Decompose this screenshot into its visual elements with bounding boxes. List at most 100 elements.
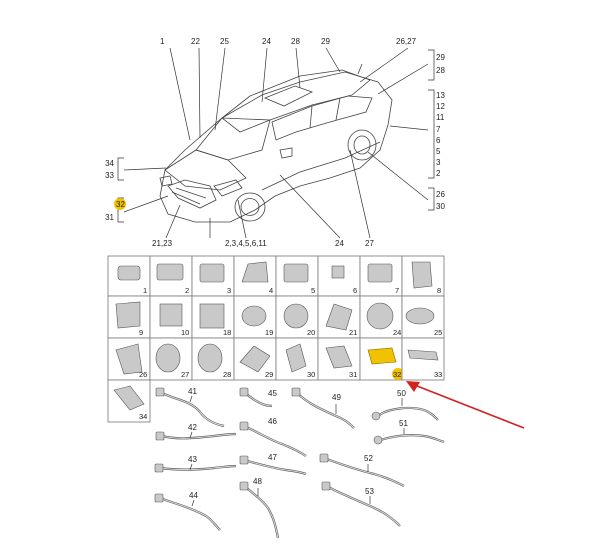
connector-part-icon	[367, 263, 393, 283]
callout-label: 6	[436, 136, 441, 145]
parts-grid-row-4: 34	[107, 379, 151, 423]
connector-part-icon	[117, 265, 141, 281]
connector-part-icon	[291, 387, 301, 397]
callout-label: 30	[436, 202, 445, 211]
cable-assembly: 51	[373, 419, 445, 445]
callout-labels-left: 34 33 32 31	[105, 159, 126, 222]
cable-label: 42	[188, 423, 197, 432]
part-number: 33	[434, 370, 442, 379]
connector-part-icon	[373, 435, 383, 445]
cable-label: 50	[397, 389, 406, 398]
callout-label: 26	[436, 190, 445, 199]
callout-labels-top: 1 22 25 24 28 29 26,27	[160, 37, 417, 46]
callout-label: 21,23	[152, 239, 173, 248]
connector-part-icon	[325, 303, 353, 331]
connector-part-icon	[239, 481, 249, 491]
callout-label: 12	[436, 102, 445, 111]
cable-label: 46	[268, 417, 277, 426]
cable-assembly: 48	[239, 477, 280, 539]
part-number: 27	[181, 370, 189, 379]
connector-part-icon	[115, 301, 141, 329]
part-number: 31	[349, 370, 357, 379]
cable-assembly: 45	[239, 387, 277, 408]
part-number: 19	[265, 328, 273, 337]
callout-label: 7	[436, 125, 441, 134]
grommet-part-icon	[366, 302, 394, 330]
callout-label: 25	[220, 37, 229, 46]
callout-lines	[117, 47, 435, 239]
callout-label: 11	[436, 113, 445, 122]
cable-label: 45	[268, 389, 277, 398]
part-number: 26	[139, 370, 147, 379]
grommet-part-icon	[283, 303, 309, 329]
connector-part-icon	[239, 455, 249, 465]
callout-label: 1	[160, 37, 165, 46]
callout-label-highlighted: 32	[116, 200, 125, 209]
cable-label: 48	[253, 477, 262, 486]
callout-label: 22	[191, 37, 200, 46]
parts-grid-row-1: 1 2 3 4 5 6 7 8	[107, 255, 445, 297]
parts-grid-row-3: 26 27 28 29 30 31 32 33	[107, 337, 445, 381]
callout-labels-right: 29 28 13 12 11 7 6 5 3 2 26 30	[436, 53, 445, 211]
car-illustration	[159, 63, 393, 223]
connector-part-icon	[321, 481, 331, 491]
cable-assembly: 42	[155, 423, 237, 441]
connector-part-icon	[159, 303, 183, 327]
cable-label: 41	[188, 387, 197, 396]
grommet-part-icon	[239, 345, 271, 373]
connector-part-icon	[155, 387, 165, 397]
callout-label: 28	[436, 66, 445, 75]
cable-label: 44	[189, 491, 198, 500]
callout-label: 26,27	[396, 37, 417, 46]
cable-assembly: 46	[239, 417, 307, 457]
part-number: 8	[437, 286, 441, 295]
part-number: 3	[227, 286, 231, 295]
red-arrow-icon	[406, 381, 525, 429]
connector-part-icon	[407, 349, 439, 361]
cable-assembly: 52	[319, 453, 405, 487]
highlight-marker-icon	[114, 198, 126, 210]
part-number: 18	[223, 328, 231, 337]
part-number: 9	[139, 328, 143, 337]
cable-assemblies: 41 45 49 50	[154, 387, 445, 539]
connector-part-icon	[331, 265, 345, 279]
callout-label: 2	[436, 169, 441, 178]
callout-label: 5	[436, 147, 441, 156]
callout-label: 33	[105, 171, 114, 180]
part-number: 4	[269, 286, 273, 295]
callout-label: 3	[436, 158, 441, 167]
connector-part-icon	[319, 453, 329, 463]
cable-label: 43	[188, 455, 197, 464]
grommet-part-icon	[197, 343, 223, 373]
callout-labels-bottom: 21,23 2,3,4,5,6,11 24 27	[152, 239, 374, 248]
connector-part-icon	[411, 261, 433, 289]
parts-grid: 1 2 3 4 5 6 7 8 9	[107, 255, 445, 423]
part-number: 1	[143, 286, 147, 295]
part-number: 28	[223, 370, 231, 379]
cable-assembly: 47	[239, 453, 307, 476]
grommet-part-icon	[155, 343, 181, 373]
grommet-part-icon	[115, 343, 143, 375]
cable-label: 51	[399, 419, 408, 428]
part-number: 2	[185, 286, 189, 295]
cable-label: 47	[268, 453, 277, 462]
cable-assembly: 50	[371, 389, 439, 421]
grommet-part-icon	[241, 305, 267, 327]
cable-label: 53	[365, 487, 374, 496]
highlighted-part-icon	[367, 347, 397, 365]
callout-label: 24	[335, 239, 344, 248]
connector-part-icon	[113, 385, 145, 411]
callout-label: 13	[436, 91, 445, 100]
connector-part-icon	[239, 387, 249, 397]
connector-part-icon	[156, 263, 184, 281]
part-number: 24	[393, 328, 401, 337]
connector-part-icon	[199, 263, 225, 283]
callout-label: 2,3,4,5,6,11	[225, 239, 267, 248]
grommet-part-icon	[325, 345, 353, 369]
connector-part-icon	[239, 421, 249, 431]
connector-part-icon	[405, 307, 435, 325]
part-number: 10	[181, 328, 189, 337]
part-number: 30	[307, 370, 315, 379]
part-number: 7	[395, 286, 399, 295]
